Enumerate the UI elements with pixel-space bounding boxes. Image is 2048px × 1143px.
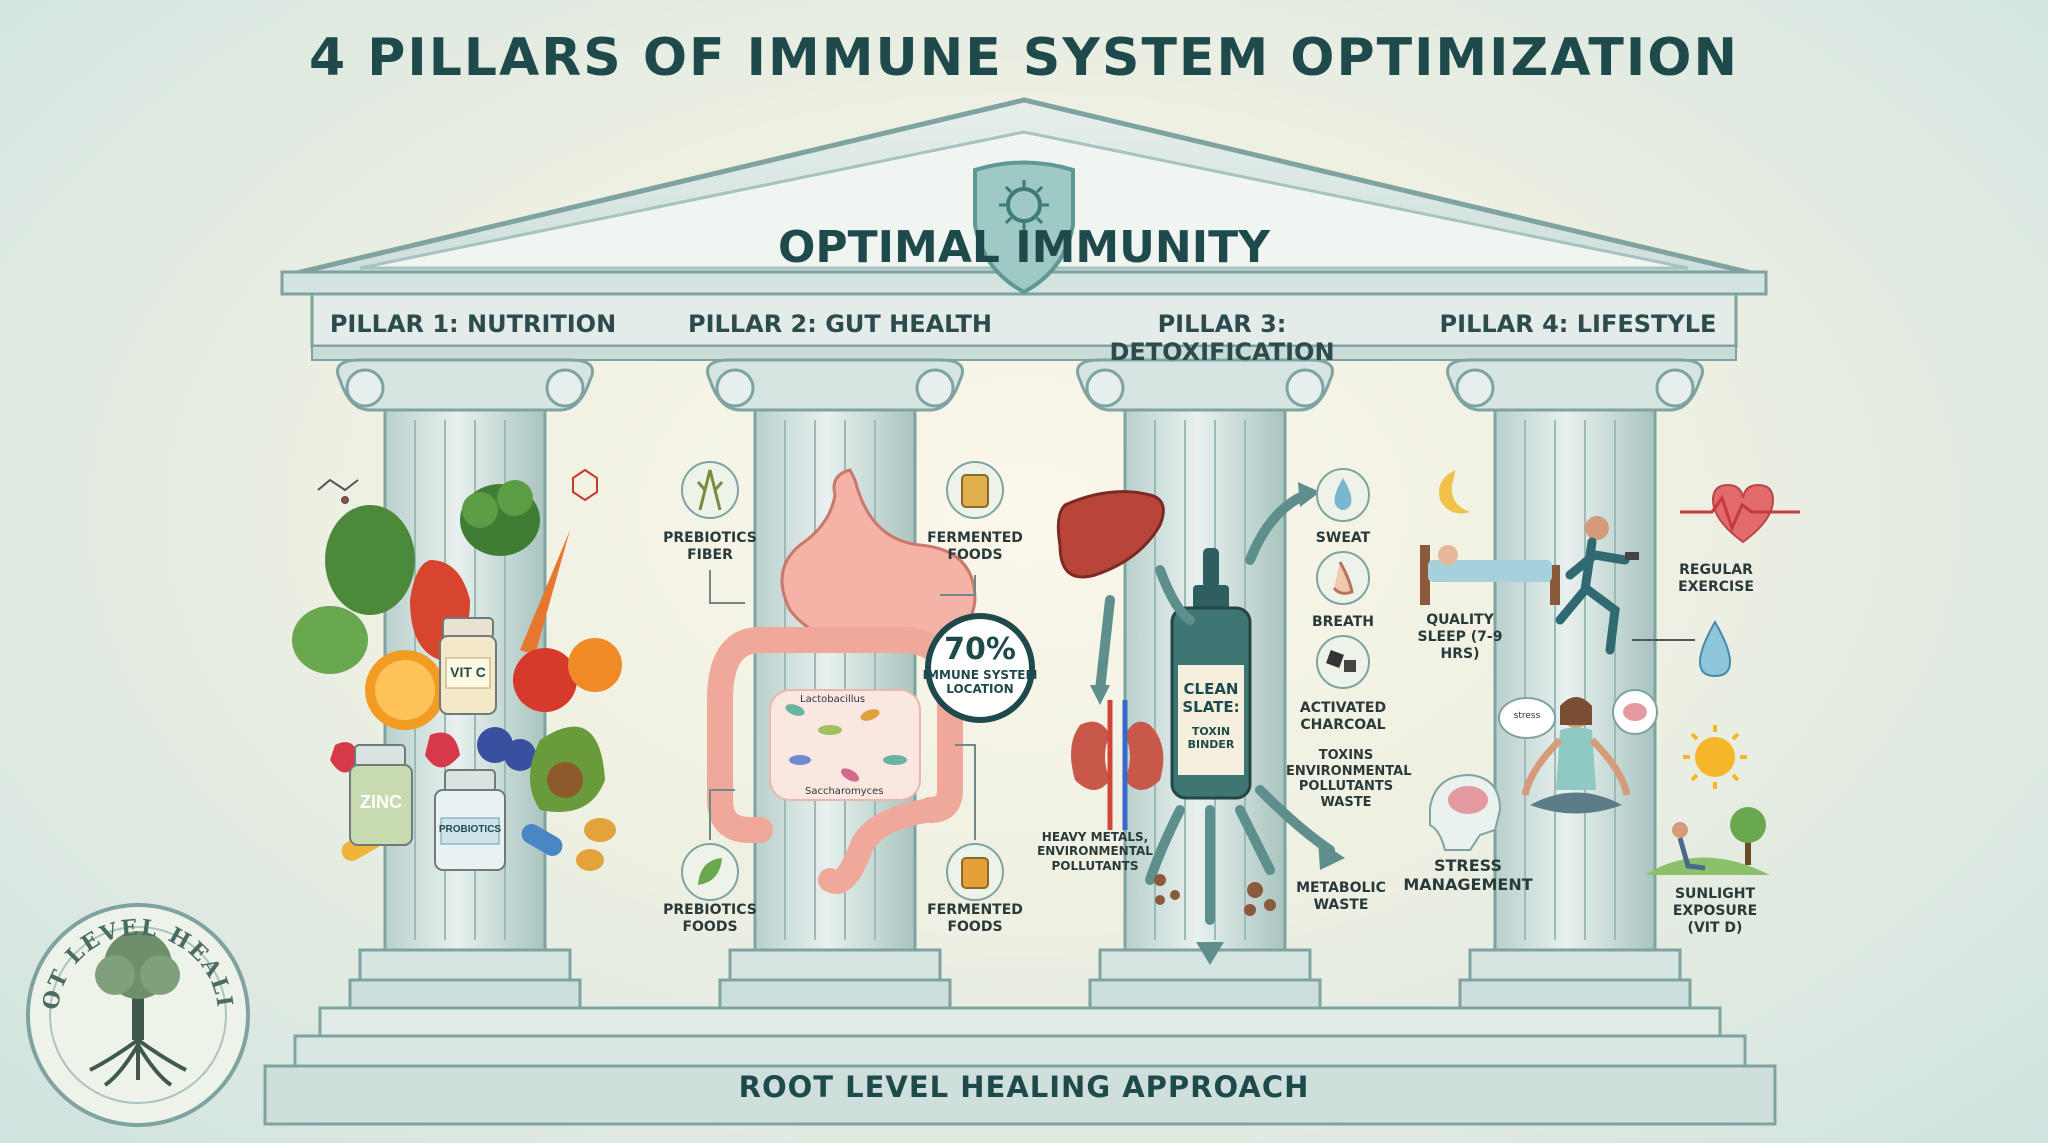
stat-badge-ring [925,613,1035,723]
product-subtitle: TOXIN BINDER [1187,725,1235,752]
moon-icon [1439,470,1470,514]
sun-icon [1683,725,1747,789]
toxins-label: TOXINS ENVIRONMENTAL POLLUTANTS WASTE [1286,748,1412,810]
probiotics-label: PROBIOTICS [438,824,502,835]
molecule-icon [317,468,598,504]
detox-arrows [1095,490,1335,925]
fermented-foods-bottom-label: FERMENTED FOODS [927,902,1023,935]
charcoal-label: ACTIVATED CHARCOAL [1299,700,1387,733]
logo: ROOT LEVEL HEALING [28,905,238,1012]
temple-steps [263,1006,1777,1126]
stat-caption: IMMUNE SYSTEM LOCATION [922,668,1038,697]
tree-icon [1730,807,1766,865]
leaf-icon [681,843,739,901]
sweat-label: SWEAT [1315,530,1371,546]
shield-icon [973,160,1075,295]
jar-icon-top [946,461,1004,519]
pillar-1-label: PILLAR 1: NUTRITION [329,310,617,338]
person-sunbathing-icon [1672,822,1706,871]
brain-bubble-icon [1612,689,1658,735]
pillar-4-label: PILLAR 4: LIFESTYLE [1439,310,1717,338]
heart-pulse-icon [1680,483,1800,544]
vegetables-illustration [292,480,622,871]
probiotics-bottle-icon [434,769,506,871]
head-brain-icon [1429,773,1502,851]
speech-bubble-icon [1498,697,1556,739]
fermented-foods-top-label: FERMENTED FOODS [927,530,1023,563]
pillar-2-label: PILLAR 2: GUT HEALTH [688,310,992,338]
breath-label: BREATH [1311,614,1375,630]
prebiotics-foods-label: PREBIOTICS FOODS [663,902,757,935]
jar-icon-bottom [946,843,1004,901]
pediment-label: OPTIMAL IMMUNITY [778,222,1270,273]
liver-illustration [1056,490,1165,579]
zinc-label: ZINC [360,792,402,812]
water-drop-icon [1698,619,1732,678]
svg-text:ROOT LEVEL HEALING: ROOT LEVEL HEALING [28,905,238,1012]
vitc-label: VIT C [450,664,486,680]
sleep-label: QUALITY SLEEP (7-9 HRS) [1417,612,1503,662]
dropper-bottle-icon [1170,548,1252,800]
stress-bubble-text: stress [1513,711,1541,721]
heavy-metals-label: HEAVY METALS, ENVIRONMENTAL POLLUTANTS [1037,830,1153,873]
logo-emblem [26,903,250,1127]
bacteria-label-2: Saccharomyces [805,786,884,797]
bed-illustration [1420,545,1560,605]
prebiotics-fiber-label: PREBIOTICS FIBER [663,530,757,563]
stress-label: STRESS MANAGEMENT [1403,856,1533,895]
column-4 [1446,358,1704,1010]
pillar-3-label: PILLAR 3: DETOXIFICATION [1109,310,1335,366]
exercise-label: REGULAR EXERCISE [1678,562,1754,595]
column-2 [706,358,964,1010]
kidney-illustration [1071,700,1164,830]
charcoal-icon [1316,635,1370,689]
droplet-icon-sweat [1316,468,1370,522]
bacteria-label-1: Lactobacillus [800,694,866,705]
sunlight-label: SUNLIGHT EXPOSURE (VIT D) [1672,886,1758,936]
foundation-label: ROOT LEVEL HEALING APPROACH [738,1070,1310,1104]
metabolic-waste-label: METABOLIC WASTE [1296,880,1386,913]
intestines-illustration [707,627,963,894]
vitc-bottle-icon [439,617,497,715]
page-title: 4 PILLARS OF IMMUNE SYSTEM OPTIMIZATION [309,28,1739,88]
zinc-bottle-icon [349,744,413,846]
logo-text: ROOT LEVEL HEALING [28,905,236,1012]
runner-illustration [1555,516,1639,655]
nose-icon [1316,551,1370,605]
product-title: CLEAN SLATE: [1182,680,1240,716]
wheat-icon [681,461,739,519]
meditation-illustration [1521,697,1631,814]
stat-value: 70% [944,632,1016,667]
